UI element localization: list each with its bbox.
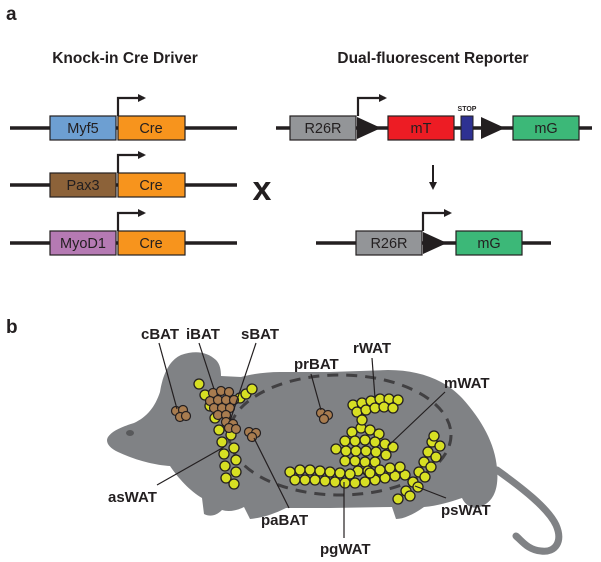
pabat-leader (253, 437, 290, 509)
mouse-tail (493, 466, 563, 555)
gene-label: MyoD1 (60, 236, 106, 252)
mt-label: mT (411, 121, 432, 137)
rwat-label: rWAT (353, 340, 391, 357)
r26r-locus-box (289, 115, 357, 141)
stop-box (460, 115, 474, 141)
pgwat-label: pgWAT (320, 541, 371, 558)
leader-lines (156, 342, 447, 538)
pabat-label: paBAT (261, 512, 308, 529)
cross-symbol: x (253, 170, 272, 208)
cre-box (117, 230, 186, 256)
driver-title: Knock-in Cre Driver (52, 50, 198, 67)
promoter-arrow (116, 209, 146, 231)
loxp-site (481, 117, 505, 139)
panel-b-letter: b (6, 317, 18, 338)
panel-a-letter: a (6, 4, 17, 25)
aswat-label: asWAT (108, 489, 157, 506)
reporter-construct-after: R26R mG (316, 209, 551, 256)
driver-construct-myod1: MyoD1 Cre (10, 209, 237, 256)
cre-label: Cre (139, 121, 162, 137)
brown-fat-depots (170, 385, 334, 443)
r26r-locus-box (355, 230, 423, 256)
gene-label: Myf5 (67, 121, 98, 137)
prbat-label: prBAT (294, 356, 339, 373)
pgwat-depot (284, 461, 411, 489)
pswat-label: psWAT (441, 502, 491, 519)
prbat-leader (310, 373, 322, 411)
sbat-leader (229, 342, 257, 422)
cbat-leader (158, 342, 178, 410)
stop-label: STOP (458, 106, 477, 113)
white-fat-depots (193, 378, 446, 505)
promoter-arrow (116, 94, 146, 116)
promoter-arrow (421, 209, 452, 231)
mg-box (455, 230, 523, 256)
prbat-depot (315, 407, 334, 425)
reporter-title: Dual-fluorescent Reporter (337, 50, 528, 67)
mt-box (387, 115, 455, 141)
sbat-depot (220, 416, 242, 435)
cre-box (117, 172, 186, 198)
reporter-construct-before: R26R mT STOP mG (276, 94, 592, 141)
ibat-label: iBAT (186, 326, 220, 343)
driver-construct-myf5: Myf5 Cre (10, 94, 237, 141)
promoter-arrow (356, 94, 387, 116)
pabat-depot (243, 426, 262, 443)
cbat-label: cBAT (141, 326, 179, 343)
ibat-depot (204, 385, 240, 421)
mwat-label: mWAT (444, 375, 490, 392)
myf5-gene-box (49, 115, 117, 141)
cbat-depot (170, 404, 192, 423)
mg-label: mG (534, 121, 557, 137)
driver-construct-pax3: Pax3 Cre (10, 151, 237, 198)
cre-box (117, 115, 186, 141)
promoter-arrow (116, 151, 146, 173)
mg-box (512, 115, 580, 141)
locus-label: R26R (304, 121, 341, 137)
loxp-site (423, 232, 447, 254)
loxp-site (357, 117, 381, 139)
pax3-gene-box (49, 172, 117, 198)
rwat-leader (371, 357, 376, 399)
pswat-leader (414, 485, 447, 499)
cre-label: Cre (139, 236, 162, 252)
rwat-depot (347, 393, 404, 418)
gene-label: Pax3 (66, 178, 99, 194)
locus-label: R26R (370, 236, 407, 252)
sbat-label: sBAT (241, 326, 279, 343)
mouse-eye (126, 430, 134, 436)
cre-label: Cre (139, 178, 162, 194)
mg-label: mG (477, 236, 500, 252)
mwat-leader (387, 391, 446, 447)
myod1-gene-box (49, 230, 117, 256)
pswat-depot (392, 430, 446, 505)
ibat-leader (198, 342, 215, 390)
aswat-leader (156, 446, 225, 486)
